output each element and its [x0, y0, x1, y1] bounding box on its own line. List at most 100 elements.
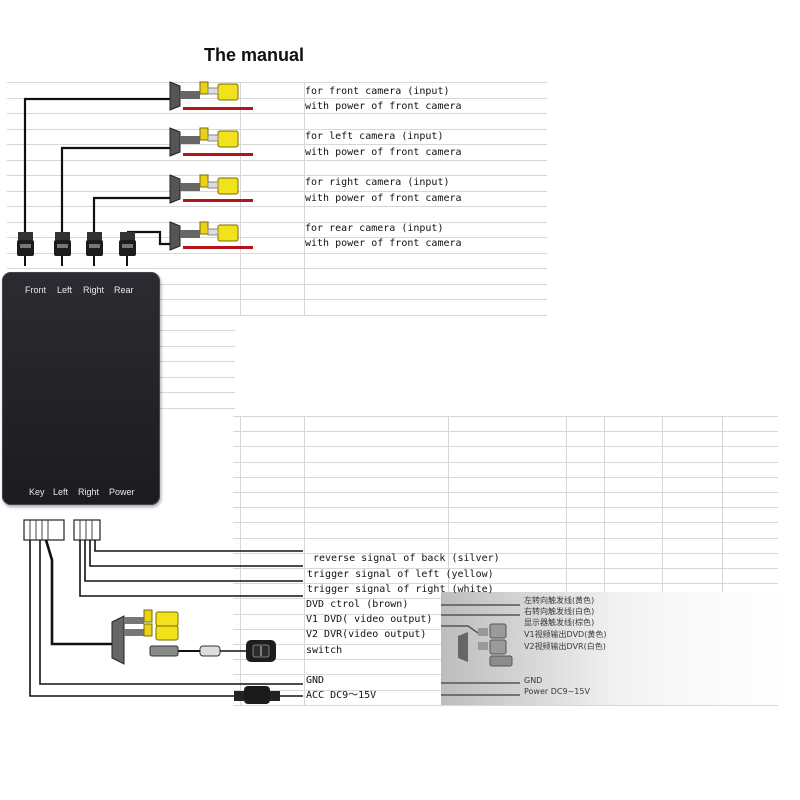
acc-wire — [29, 540, 303, 697]
page-title: The manual — [204, 45, 305, 65]
left-camera-input-label: for left camera (input) — [305, 131, 444, 142]
right-camera-power-label: with power of front camera — [305, 193, 462, 204]
grid-row-line — [233, 583, 778, 584]
reverse-wire — [94, 540, 303, 552]
grid-row-line — [7, 268, 547, 269]
connector-rear-icon — [119, 232, 136, 256]
photo-label-gnd: GND — [524, 676, 543, 685]
grid-row-line — [7, 315, 547, 316]
grid-col-line — [240, 82, 241, 315]
grid-row-line — [233, 446, 778, 447]
left-camera-plug-icon — [169, 127, 253, 157]
switch-icon — [246, 640, 276, 662]
grid-row-line — [7, 144, 547, 145]
rear-camera-input-label: for rear camera (input) — [305, 223, 444, 234]
photo-plugs-icon — [458, 623, 513, 667]
grid-row-line — [7, 113, 547, 114]
grid-row-line — [7, 175, 547, 176]
v1-output-label: V1 DVD( video output) — [306, 614, 433, 625]
box-port-key: Key — [29, 487, 45, 497]
right-camera-input-label: for right camera (input) — [305, 177, 450, 188]
right-trigger-wire — [84, 540, 303, 582]
left-camera-wire — [60, 146, 178, 232]
box-port-front: Front — [25, 285, 47, 295]
grid-row-line — [233, 553, 778, 554]
connector-front-icon — [17, 232, 34, 256]
grid-col-line — [304, 416, 305, 706]
video-output-plug-icon — [111, 609, 246, 665]
connector-left-icon — [54, 232, 71, 256]
photo-label-v1: V1视频输出DVD(黄色) — [524, 630, 607, 639]
acc-power-label: ACC DC9～15V — [306, 690, 377, 701]
grid-row-line — [233, 492, 778, 493]
grid-row-line — [233, 507, 778, 508]
grid-row-line — [233, 416, 778, 417]
left-trigger-label: trigger signal of left (yellow) — [307, 569, 494, 580]
bottom-right-connector-icon — [73, 519, 101, 541]
grid-col-line — [722, 416, 723, 706]
grid-col-line — [566, 416, 567, 706]
v2-output-label: V2 DVR(video output) — [306, 629, 427, 640]
left-trigger-wire — [89, 540, 303, 567]
box-port-rear: Rear — [114, 285, 134, 295]
grid-row-line — [7, 253, 547, 254]
grid-row-line — [7, 82, 547, 83]
front-camera-power-label: with power of front camera — [305, 101, 462, 112]
switch-label: switch — [306, 645, 343, 656]
right-camera-wire — [92, 196, 178, 232]
dvd-control-wire — [79, 540, 303, 597]
grid-row-line — [233, 705, 778, 706]
grid-row-line — [7, 237, 547, 238]
right-trigger-label: trigger signal of right (white) — [307, 584, 494, 595]
grid-col-line — [604, 416, 605, 706]
video-harness-wire — [44, 539, 112, 646]
box-port-power: Power — [109, 487, 135, 497]
gnd-label: GND — [306, 675, 325, 686]
reverse-signal-label: reverse signal of back (silver) — [313, 553, 500, 564]
rear-camera-wire — [127, 230, 178, 246]
rear-camera-plug-icon — [169, 221, 253, 251]
reference-photo — [441, 592, 626, 705]
photo-label-right-trigger: 右转向触发线(白色) — [524, 607, 595, 616]
connector-right-icon — [86, 232, 103, 256]
box-port-left: Left — [57, 285, 73, 295]
camera-connectors — [17, 232, 136, 266]
grid-col-line — [304, 82, 305, 315]
front-camera-plug-icon — [169, 81, 253, 111]
photo-label-display-trigger: 显示器触发线(棕色) — [524, 618, 595, 627]
grid-row-line — [7, 206, 547, 207]
grid-row-line — [233, 477, 778, 478]
grid-row-line — [7, 191, 547, 192]
grid-col-line — [448, 416, 449, 706]
dvd-control-label: DVD ctrol (brown) — [306, 599, 409, 610]
grid-row-line — [233, 522, 778, 523]
box-port-right-bottom: Right — [78, 487, 100, 497]
reference-photo-fade — [626, 592, 786, 705]
grid-row-line — [7, 160, 547, 161]
front-camera-input-label: for front camera (input) — [305, 86, 450, 97]
right-camera-plug-icon — [169, 174, 253, 204]
grid-col-line — [662, 416, 663, 706]
grid-row-line — [233, 568, 778, 569]
fuse-icon — [234, 686, 280, 704]
photo-label-left-trigger: 左转向触发线(黄色) — [524, 596, 595, 605]
grid-row-line — [7, 284, 547, 285]
bottom-left-connector-icon — [23, 519, 65, 541]
box-port-left-bottom: Left — [53, 487, 69, 497]
front-camera-wire — [23, 97, 178, 232]
grid-row-line — [7, 129, 547, 130]
grid-row-line — [233, 462, 778, 463]
grid-col-line — [240, 416, 241, 706]
grid-row-line — [7, 222, 547, 223]
left-camera-power-label: with power of front camera — [305, 147, 462, 158]
gnd-wire — [39, 540, 303, 685]
box-port-right: Right — [83, 285, 105, 295]
control-box: Front Left Right Rear Key Left Right Pow… — [2, 272, 160, 505]
grid-row-line — [7, 299, 547, 300]
photo-label-v2: V2视频输出DVR(白色) — [524, 642, 606, 651]
photo-line-art — [441, 604, 520, 696]
rear-camera-power-label: with power of front camera — [305, 238, 462, 249]
photo-label-power: Power DC9~15V — [524, 687, 590, 696]
